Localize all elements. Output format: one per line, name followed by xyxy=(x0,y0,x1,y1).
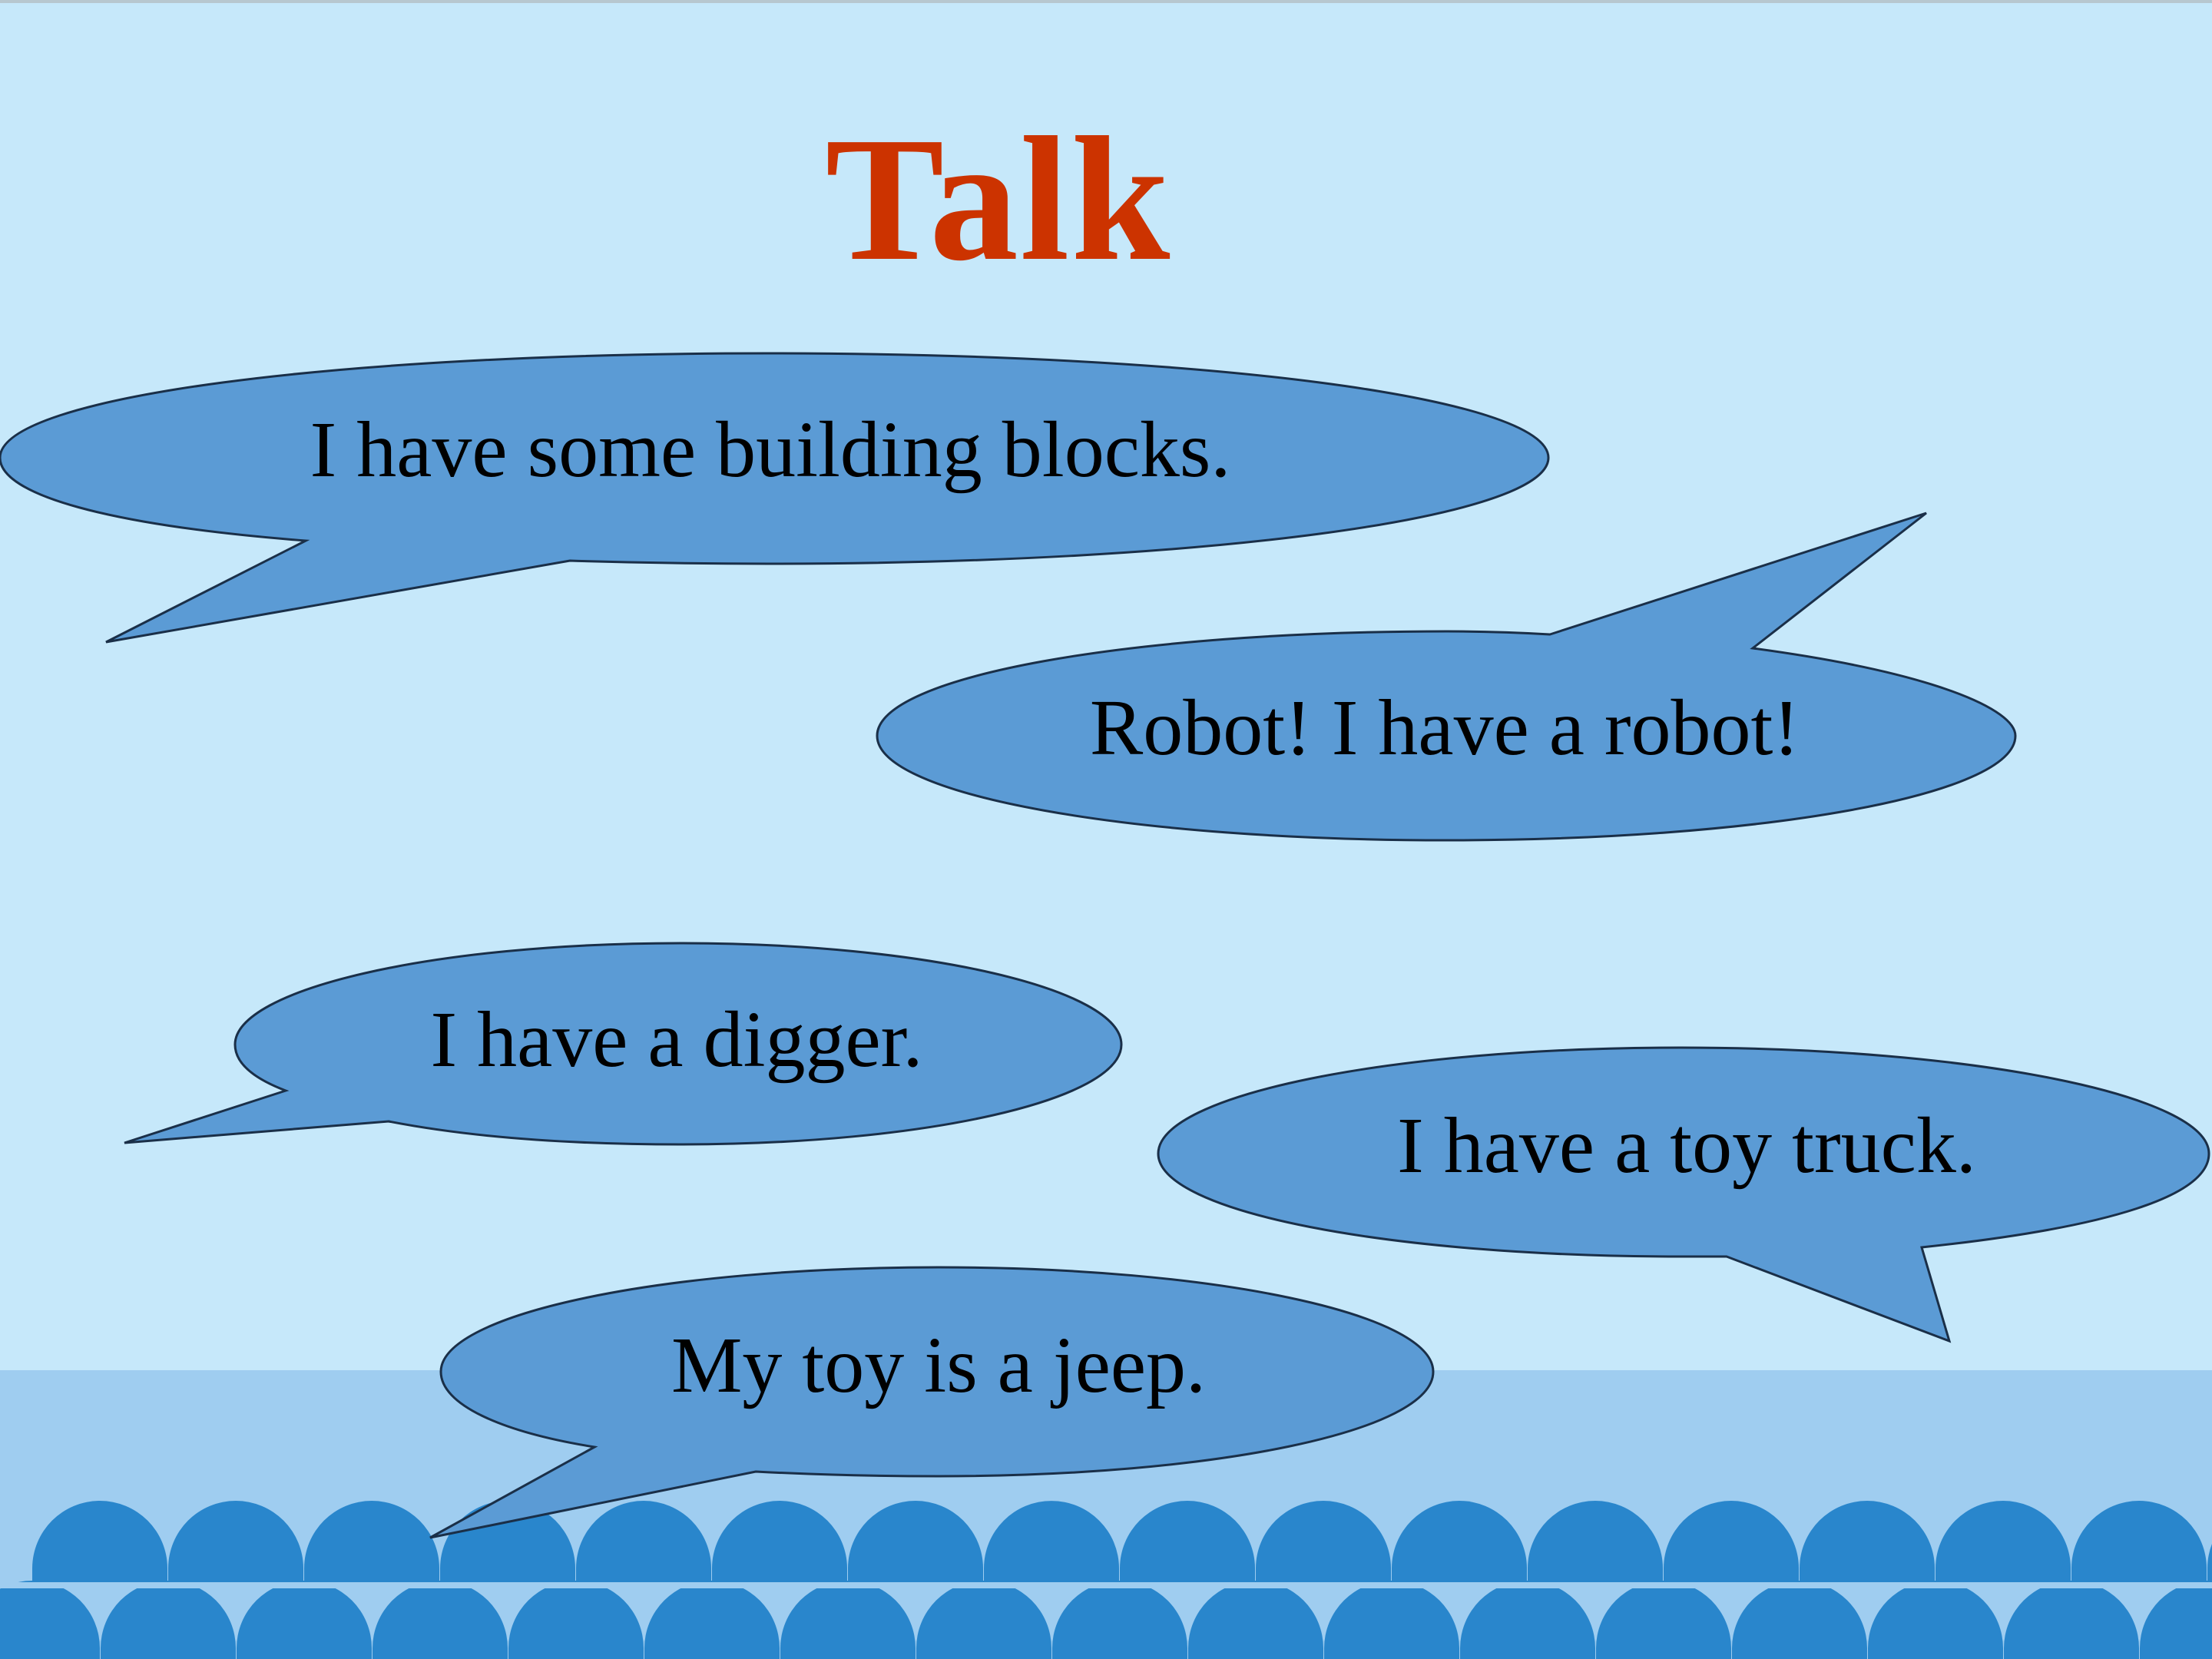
bubble-text-5: My toy is a jeep. xyxy=(671,1321,1207,1409)
wave-arch xyxy=(1800,1501,1935,1582)
wave-arch xyxy=(644,1581,780,1659)
wave-arch xyxy=(304,1501,439,1582)
wave-arch xyxy=(101,1581,236,1659)
wave-arch xyxy=(916,1581,1051,1659)
slide-top-border xyxy=(0,0,2212,3)
bubble-text-2: Robot! I have a robot! xyxy=(1089,684,1800,772)
speech-bubble-3[interactable] xyxy=(124,942,1123,1146)
speech-bubble-5[interactable] xyxy=(429,1266,1435,1539)
wave-arch xyxy=(984,1501,1119,1582)
wave-arch xyxy=(2071,1501,2207,1582)
wave-arch xyxy=(576,1501,711,1582)
speech-bubble-2[interactable] xyxy=(876,512,2017,842)
wave-row-back xyxy=(0,1581,2212,1659)
wave-gap-line xyxy=(0,1582,2212,1588)
bubble-text-4: I have a toy truck. xyxy=(1397,1101,1976,1190)
wave-arch xyxy=(780,1581,916,1659)
wave-arch xyxy=(237,1581,372,1659)
bubble-text-3: I have a digger. xyxy=(430,995,923,1084)
wave-arch xyxy=(2140,1581,2212,1659)
wave-arch xyxy=(1936,1501,2071,1582)
wave-arch xyxy=(1392,1501,1527,1582)
wave-arch xyxy=(508,1581,644,1659)
wave-arch xyxy=(2004,1581,2139,1659)
wave-arch xyxy=(1256,1501,1391,1582)
wave-arch xyxy=(1664,1501,1799,1582)
wave-row-front xyxy=(0,1501,2212,1588)
wave-arch xyxy=(1120,1501,1255,1582)
speech-bubble-4[interactable] xyxy=(1157,1046,2210,1343)
wave-arch xyxy=(1732,1581,1867,1659)
wave-arch xyxy=(1052,1581,1187,1659)
wave-arch xyxy=(1324,1581,1459,1659)
wave-arch xyxy=(373,1581,508,1659)
speech-bubble-1[interactable] xyxy=(0,352,1550,644)
wave-arch xyxy=(1188,1581,1323,1659)
wave-arch xyxy=(1596,1581,1731,1659)
slide-title: Talk xyxy=(825,101,1172,298)
wave-arch xyxy=(2207,1544,2212,1582)
wave-arch xyxy=(848,1501,983,1582)
wave-arch xyxy=(712,1501,847,1582)
wave-arch xyxy=(1460,1581,1595,1659)
wave-arch xyxy=(1528,1501,1663,1582)
wave-arch xyxy=(0,1581,100,1659)
wave-arch xyxy=(1868,1581,2003,1659)
wave-arch xyxy=(32,1501,167,1582)
bubble-text-1: I have some building blocks. xyxy=(310,406,1231,494)
wave-arch xyxy=(168,1501,303,1582)
